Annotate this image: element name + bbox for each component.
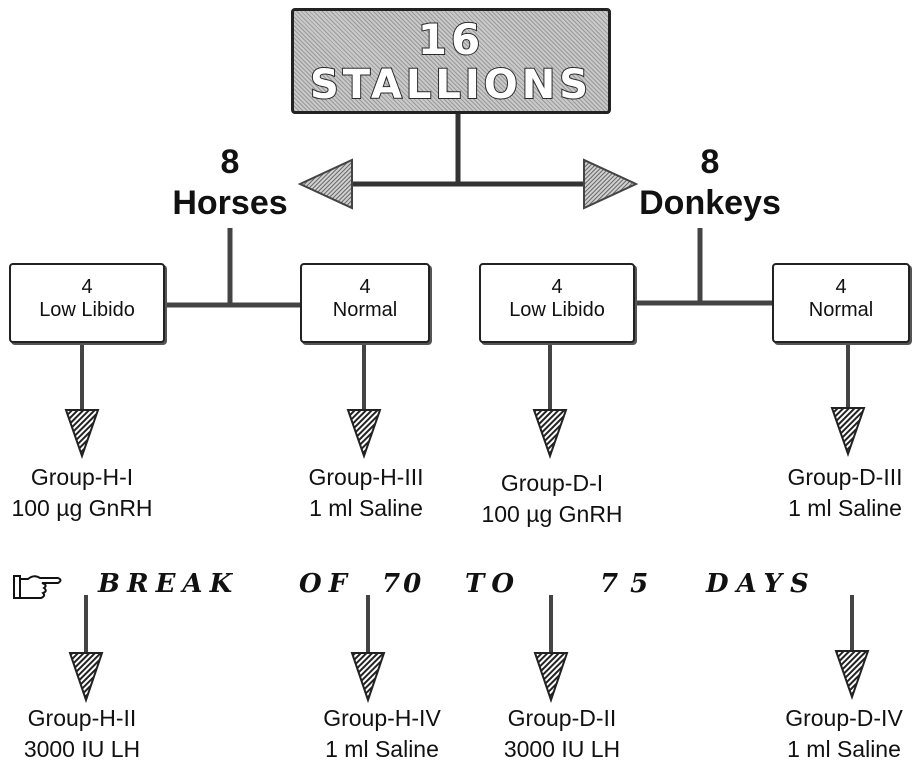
group-d-iv: Group-D-IV 1 ml Saline: [770, 703, 918, 765]
break-word: BREAK: [98, 569, 240, 599]
group-treatment: 100 µg GnRH: [11, 495, 153, 522]
group-d-i: Group-D-I 100 µg GnRH: [472, 468, 632, 530]
arrows-first: [64, 345, 866, 460]
group-treatment: 3000 IU LH: [503, 736, 621, 763]
species-donkeys: 8 Donkeys: [620, 142, 800, 224]
break-word: OF: [299, 569, 355, 599]
group-name: Group-H-I: [30, 464, 134, 490]
group-h-iv: Group-H-IV 1 ml Saline: [302, 703, 462, 765]
category-count: 4: [551, 276, 563, 298]
break-word: TO: [465, 569, 521, 599]
group-d-ii: Group-D-II 3000 IU LH: [482, 703, 642, 765]
donkeys-label: Donkeys: [639, 183, 781, 222]
group-d-iii: Group-D-III 1 ml Saline: [772, 462, 918, 524]
category-box-horses-normal: 4 Normal: [300, 263, 430, 343]
category-label: Low Libido: [39, 299, 135, 321]
group-name: Group-D-I: [500, 470, 604, 496]
arrows-second: [68, 595, 870, 704]
group-name: Group-H-IV: [323, 705, 441, 731]
right-arrowhead: [583, 158, 639, 210]
category-label: Normal: [808, 299, 874, 321]
group-treatment: 1 ml Saline: [787, 736, 901, 763]
break-word: DAYS: [706, 569, 817, 599]
category-box-donkeys-low-libido: 4 Low Libido: [479, 263, 635, 343]
group-h-iii: Group-H-III 1 ml Saline: [286, 462, 446, 524]
group-name: Group-H-II: [27, 705, 137, 731]
donkeys-count: 8: [700, 143, 720, 181]
group-treatment: 100 µg GnRH: [481, 501, 623, 528]
pointing-hand-icon: [13, 575, 62, 599]
group-h-i: Group-H-I 100 µg GnRH: [2, 462, 162, 524]
left-arrowhead: [297, 158, 353, 210]
stallions-box: 16 STALLIONS: [291, 8, 611, 114]
group-treatment: 1 ml Saline: [325, 736, 439, 763]
stallions-label: STALLIONS: [309, 62, 593, 108]
break-word: 70: [382, 569, 425, 599]
species-horses: 8 Horses: [150, 142, 310, 224]
horses-count: 8: [220, 143, 240, 181]
stallions-count: 16: [417, 15, 485, 64]
group-h-ii: Group-H-II 3000 IU LH: [2, 703, 162, 765]
horses-label: Horses: [172, 183, 288, 222]
category-label: Low Libido: [509, 299, 605, 321]
group-treatment: 3000 IU LH: [23, 736, 141, 763]
category-count: 4: [359, 276, 371, 298]
category-box-donkeys-normal: 4 Normal: [772, 263, 910, 343]
group-treatment: 1 ml Saline: [309, 495, 423, 522]
category-count: 4: [81, 276, 93, 298]
group-name: Group-H-III: [308, 464, 424, 490]
category-label: Normal: [332, 299, 398, 321]
group-name: Group-D-II: [507, 705, 617, 731]
category-count: 4: [835, 276, 847, 298]
group-name: Group-D-IV: [785, 705, 903, 731]
category-box-horses-low-libido: 4 Low Libido: [9, 263, 165, 343]
group-name: Group-D-III: [787, 464, 903, 490]
break-word: 75: [600, 569, 661, 599]
group-treatment: 1 ml Saline: [788, 495, 902, 522]
